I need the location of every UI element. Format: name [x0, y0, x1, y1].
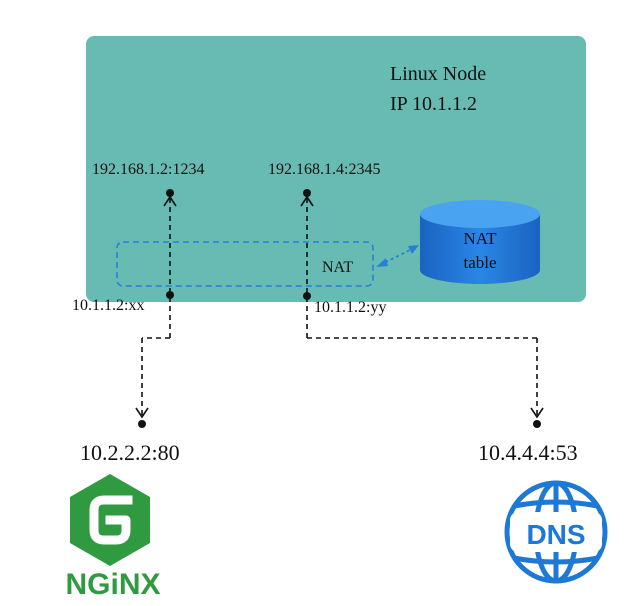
- dns-logo-text: DNS: [526, 519, 585, 550]
- dns-address: 10.4.4.4:53: [478, 440, 578, 465]
- right-pod-endpoint-dot: [303, 189, 311, 197]
- nginx-endpoint-dot: [138, 420, 146, 428]
- nat-table-label-2: table: [463, 253, 496, 272]
- nat-table-label-1: NAT: [463, 229, 497, 248]
- nginx-logo-text: NGiNX: [65, 568, 160, 601]
- pod-right-address: 192.168.1.4:2345: [268, 161, 380, 178]
- nginx-address: 10.2.2.2:80: [80, 440, 180, 465]
- nat-table-cylinder: NAT table: [420, 200, 540, 284]
- dns-globe-icon: DNS: [504, 480, 608, 584]
- nat-region: [116, 241, 374, 287]
- node-ip: IP 10.1.1.2: [390, 93, 477, 115]
- right-nat-port-label: 10.1.1.2:yy: [314, 299, 386, 316]
- pod-left-address: 192.168.1.2:1234: [92, 161, 204, 178]
- left-nat-port-dot: [166, 291, 174, 299]
- right-flow-path: [300, 195, 544, 419]
- nat-table-link-arrow: [376, 245, 419, 267]
- left-nat-port-label: 10.1.1.2:xx: [72, 297, 144, 314]
- node-title: Linux Node: [390, 63, 486, 85]
- left-pod-endpoint-dot: [166, 189, 174, 197]
- dns-endpoint-dot: [533, 420, 541, 428]
- nginx-logo-icon: NGiNX: [65, 474, 161, 601]
- nat-label: NAT: [322, 259, 353, 276]
- right-nat-port-dot: [303, 292, 311, 300]
